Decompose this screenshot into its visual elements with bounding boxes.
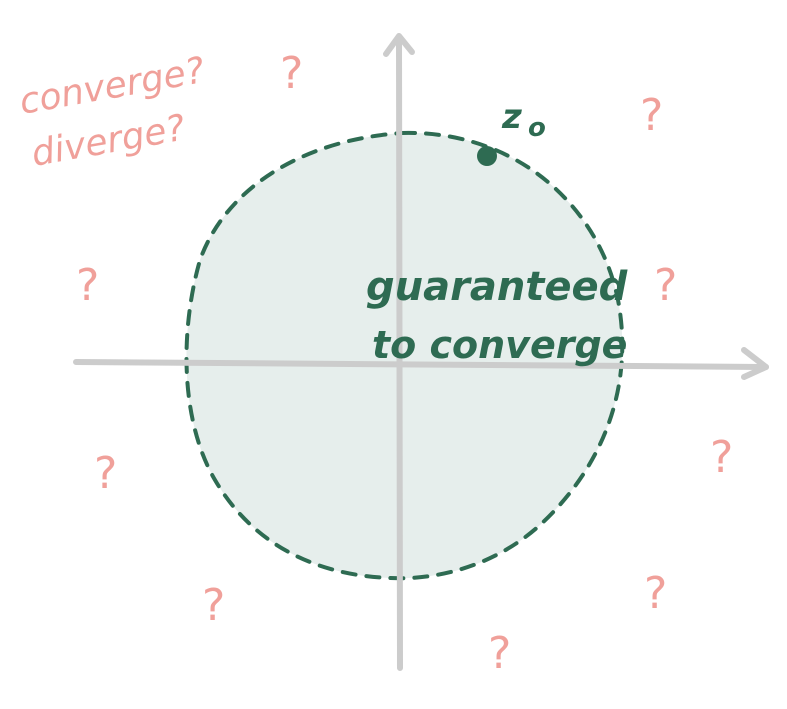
convergence-disk xyxy=(184,130,625,581)
question-mark-3: ? xyxy=(76,260,99,311)
inside-label-line1: guaranteed xyxy=(366,264,628,310)
question-mark-6: ? xyxy=(710,432,733,483)
real-axis-arrowhead xyxy=(741,347,769,380)
question-mark-9: ? xyxy=(488,628,511,679)
point-label: z xyxy=(501,97,522,137)
question-mark-2: ? xyxy=(640,90,663,141)
point-z0 xyxy=(477,146,497,166)
question-mark-8: ? xyxy=(644,568,667,619)
point-label-subscript: o xyxy=(528,113,546,143)
question-mark-5: ? xyxy=(94,448,117,499)
imaginary-axis xyxy=(396,35,403,671)
real-axis xyxy=(73,359,769,370)
question-mark-4: ? xyxy=(654,260,677,311)
inside-label-line2: to converge xyxy=(372,323,627,367)
imaginary-axis-arrowhead xyxy=(383,33,415,57)
question-mark-1: ? xyxy=(280,48,303,99)
question-mark-7: ? xyxy=(202,580,225,631)
